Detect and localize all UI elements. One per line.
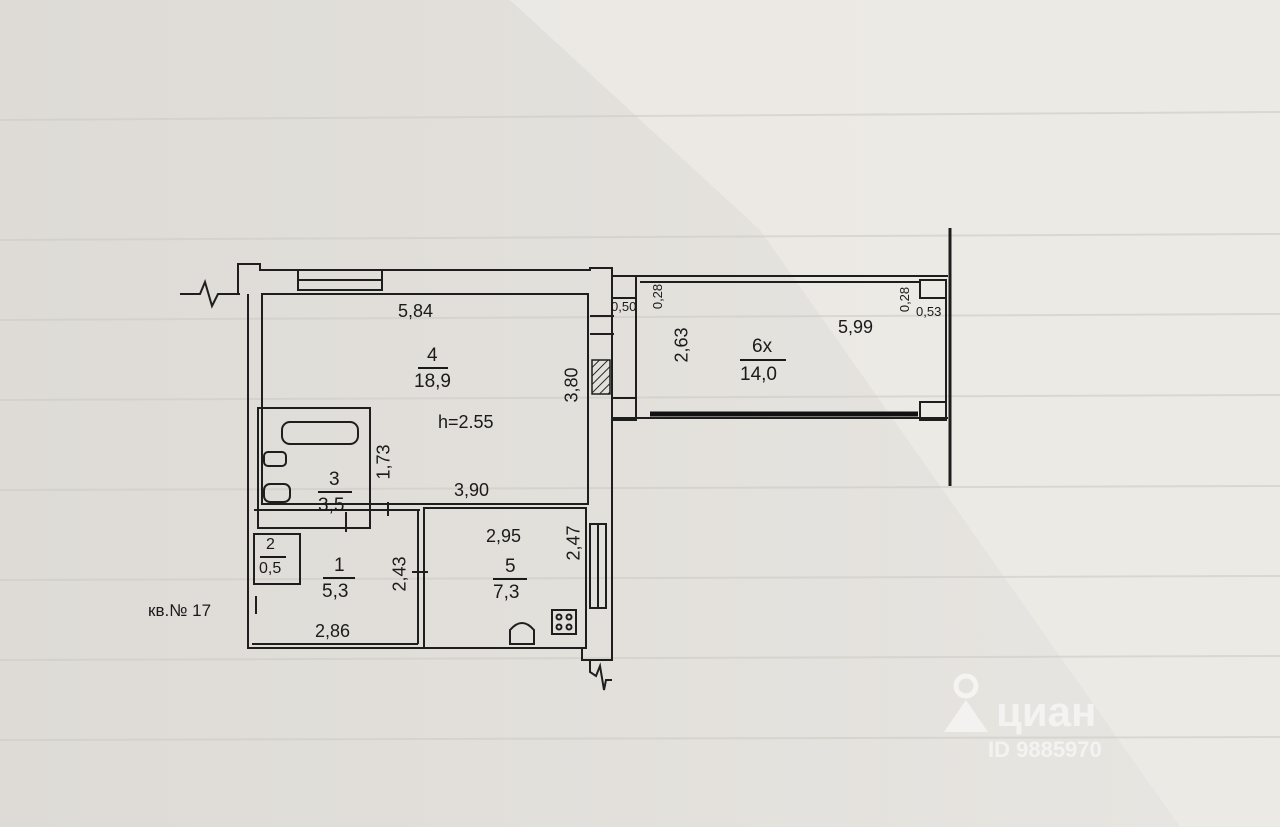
watermark-id: ID 9885970 [988,737,1102,762]
dimension-5-99: 5,99 [838,317,874,337]
room-6x-divider [740,359,786,361]
room-2-divider [260,556,286,558]
room-6x-number: 6х [752,336,773,357]
dimension-1-73: 1,73 [373,444,394,480]
watermark-brand: циан [996,688,1097,735]
dimension-3-80: 3,80 [561,367,582,403]
room-1-area: 5,3 [322,581,349,602]
dimension-2-63: 2,63 [671,327,692,363]
ceiling-height: h=2.55 [438,412,494,432]
cian-logo-icon [944,673,988,732]
dimension-2-86: 2,86 [315,621,351,641]
apartment-label: кв.№ 17 [148,601,212,620]
dimension-3-90: 3,90 [454,480,490,500]
dimension-2-95: 2,95 [486,526,522,546]
room-6x-area: 14,0 [740,364,777,385]
room-5-area: 7,3 [493,582,520,603]
dimension-0-28-left: 0,28 [650,283,666,310]
room-3-area: 3,5 [318,495,345,516]
dimension-0-28-right: 0,28 [897,286,913,313]
dimension-2-43: 2,43 [389,556,410,592]
room-4-divider [418,367,448,369]
room-2-area: 0,5 [259,560,282,577]
dimension-5-84: 5,84 [398,301,434,321]
room-5-number: 5 [505,556,516,577]
dimension-2-47: 2,47 [563,525,584,561]
room-3-divider [318,491,352,493]
room-2-number: 2 [266,536,275,553]
room-5-divider [493,578,527,580]
room-4-area: 18,9 [414,371,451,392]
room-3-number: 3 [329,469,340,490]
dimension-0-53: 0,53 [916,304,942,319]
dimension-0-50: 0,50 [611,299,637,314]
room-1-divider [323,577,355,579]
room-1-number: 1 [334,555,345,576]
room-4-number: 4 [427,345,438,366]
